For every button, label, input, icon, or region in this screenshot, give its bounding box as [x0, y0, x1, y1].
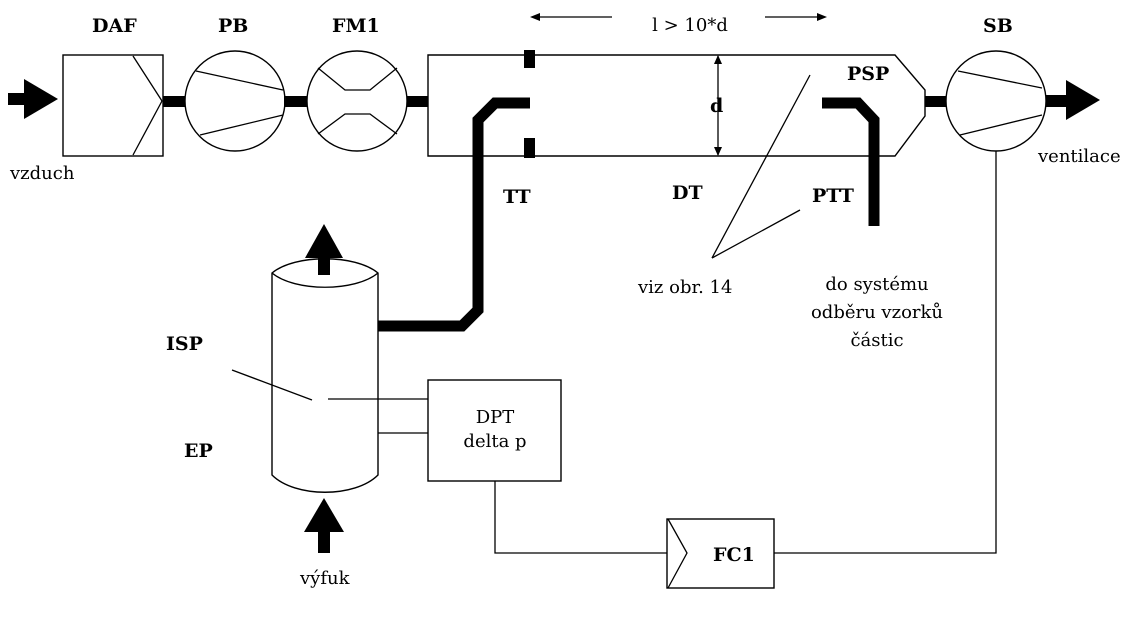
control-line-fc1-sb	[774, 151, 997, 554]
dt-label: DT	[672, 182, 703, 204]
mixing-plate-bottom	[524, 138, 535, 158]
pipe-connector	[163, 96, 185, 107]
callout-line	[711, 74, 811, 259]
exhaust-pipe	[271, 258, 379, 493]
exhaust-up-arrow	[305, 224, 343, 275]
see-figure-label: viz obr. 14	[637, 277, 732, 298]
length-rule-label: l > 10*d	[652, 15, 728, 36]
fc1-controller	[666, 518, 775, 589]
ptt-label: PTT	[812, 185, 854, 207]
exhaust-inlet-arrow	[304, 498, 344, 553]
daf-label: DAF	[92, 15, 137, 37]
isp-leader	[231, 369, 313, 401]
control-line-dpt-fc1	[494, 481, 667, 554]
pipe-connector	[925, 96, 949, 107]
delta-p-label: delta p	[463, 431, 526, 452]
mixing-plate-top	[524, 50, 535, 68]
isp-label: ISP	[166, 333, 203, 355]
sampling-system-line1: do systému	[825, 274, 928, 295]
sampling-system-line2: odběru vzorků	[811, 301, 943, 323]
particle-sampling-probe	[822, 97, 880, 226]
sampling-system-line3: částic	[850, 330, 903, 351]
dilution-tunnel	[427, 54, 926, 157]
ventilation-outlet-arrow	[1046, 80, 1100, 120]
air-inlet-label: vzduch	[9, 163, 75, 184]
diameter-dimension	[714, 55, 722, 156]
callout-line	[711, 209, 801, 259]
pb-label: PB	[218, 15, 248, 37]
air-inlet-arrow	[8, 79, 58, 119]
sb-label: SB	[983, 15, 1013, 37]
sb-blower	[945, 50, 1047, 152]
fm1-label: FM1	[332, 15, 380, 37]
fc1-label: FC1	[713, 544, 755, 566]
pipe-connector	[407, 96, 429, 107]
ventilation-label: ventilace	[1037, 146, 1121, 167]
dpt-label: DPT	[476, 407, 515, 428]
tt-label: TT	[503, 186, 531, 208]
ep-label: EP	[184, 440, 213, 462]
psp-label: PSP	[847, 63, 889, 85]
daf-filter	[62, 54, 164, 157]
diameter-label: d	[710, 95, 723, 117]
pipe-connector	[284, 96, 308, 107]
pb-pump	[184, 50, 286, 152]
exhaust-label: výfuk	[299, 568, 351, 589]
dpt-box	[427, 379, 562, 482]
length-rule-arrows	[530, 13, 827, 21]
fm1-flowmeter	[306, 50, 408, 152]
